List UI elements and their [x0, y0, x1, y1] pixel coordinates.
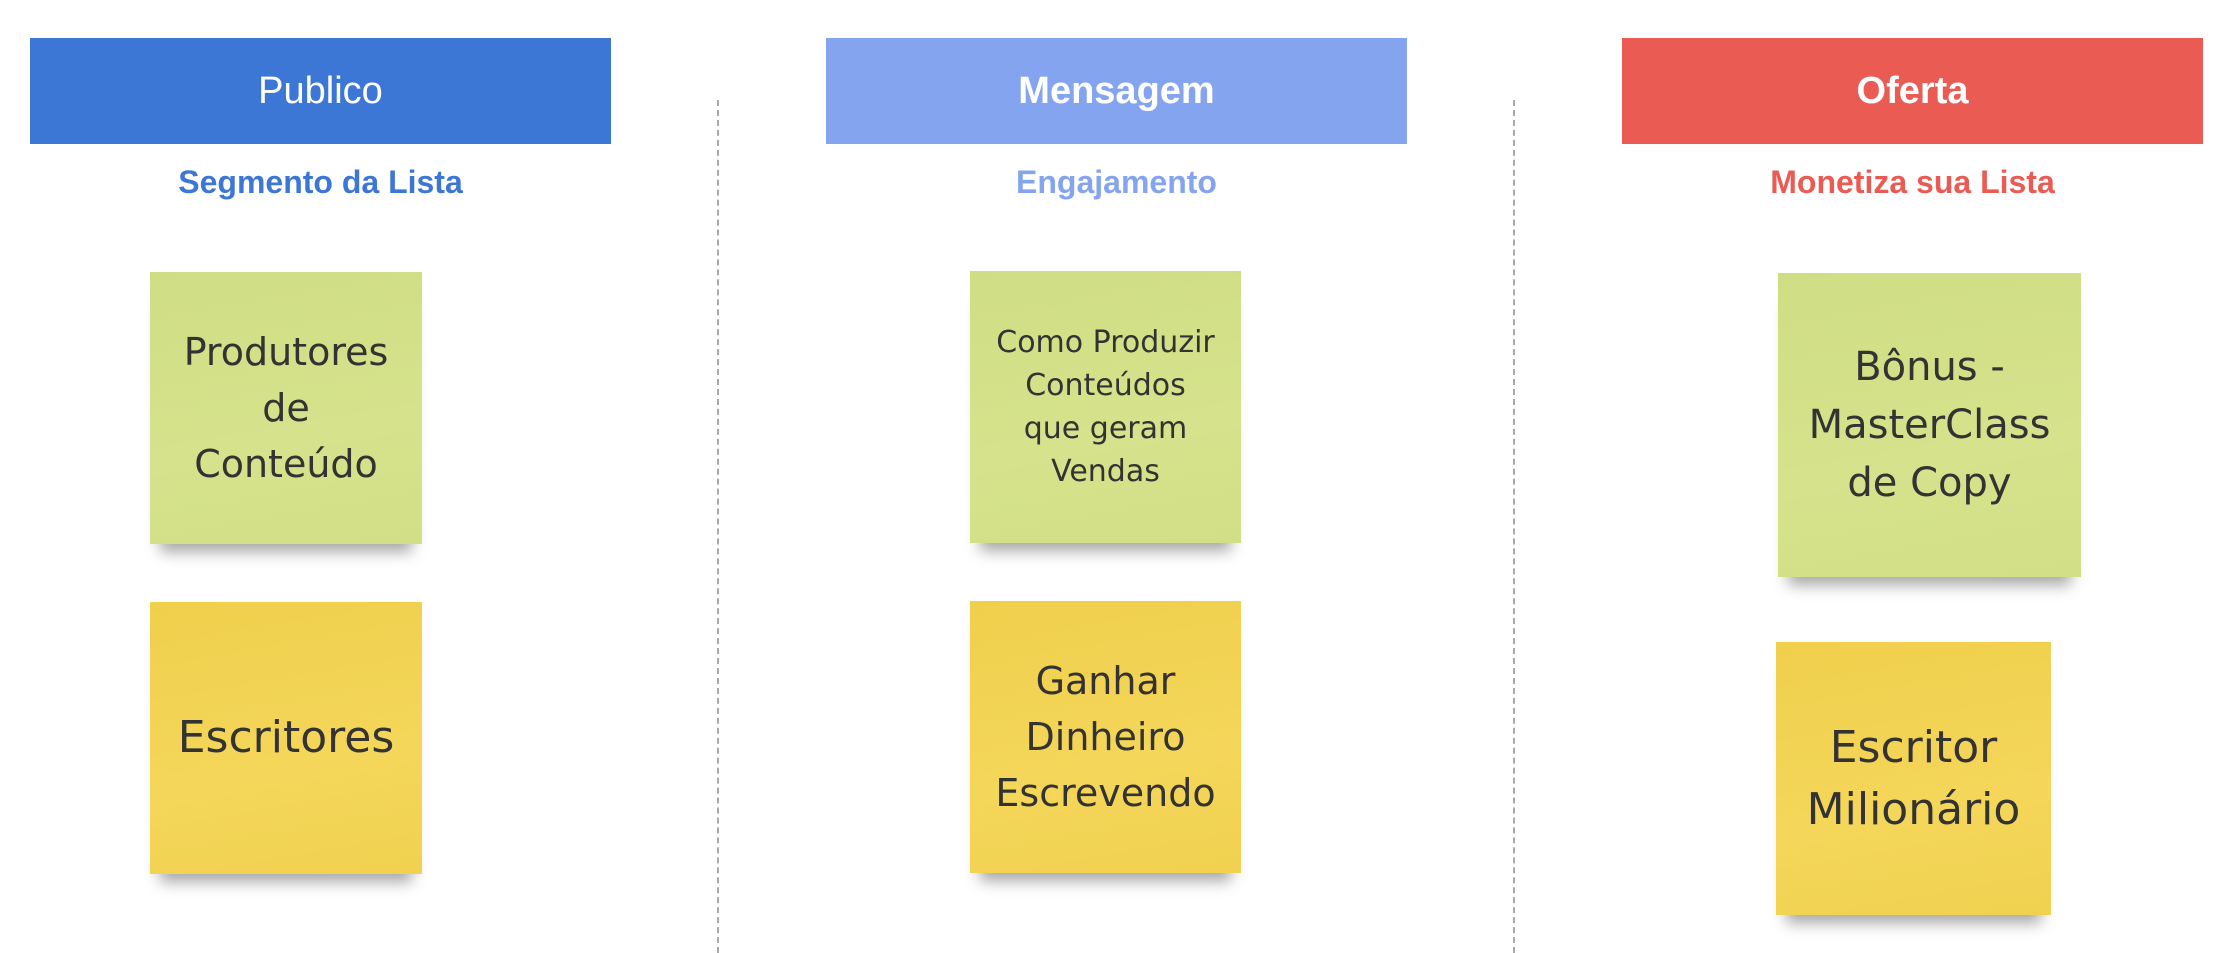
subtitle-segmento-da-lista: Segmento da Lista — [178, 164, 463, 200]
sticky-note-ganhar-dinheiro: Ganhar Dinheiro Escrevendo — [970, 601, 1241, 873]
header-oferta: Oferta — [1622, 38, 2203, 144]
sticky-note-escritor-milionario: Escritor Milionário — [1776, 642, 2051, 915]
subtitle-engajamento: Engajamento — [1016, 164, 1217, 200]
column-divider — [717, 100, 719, 953]
sticky-note-como-produzir: Como Produzir Conteúdos que geram Vendas — [970, 271, 1241, 543]
sticky-note-text: Como Produzir Conteúdos que geram Vendas — [996, 325, 1215, 489]
sticky-note-text: Ganhar Dinheiro Escrevendo — [995, 659, 1216, 815]
sticky-note-text: Bônus - MasterClass de Copy — [1808, 344, 2051, 506]
sticky-note-escritores: Escritores — [150, 602, 422, 874]
header-publico: Publico — [30, 38, 611, 144]
sticky-note-text: Escritor Milionário — [1806, 721, 2021, 835]
subtitle-monetiza-sua-lista: Monetiza sua Lista — [1770, 164, 2055, 200]
sticky-note-produtores: Produtores de Conteúdo — [150, 272, 422, 544]
sticky-note-bonus-masterclass: Bônus - MasterClass de Copy — [1778, 273, 2081, 577]
sticky-note-text: Escritores — [177, 712, 395, 763]
header-mensagem: Mensagem — [826, 38, 1407, 144]
column-divider — [1513, 100, 1515, 953]
sticky-note-text: Produtores de Conteúdo — [183, 330, 389, 486]
